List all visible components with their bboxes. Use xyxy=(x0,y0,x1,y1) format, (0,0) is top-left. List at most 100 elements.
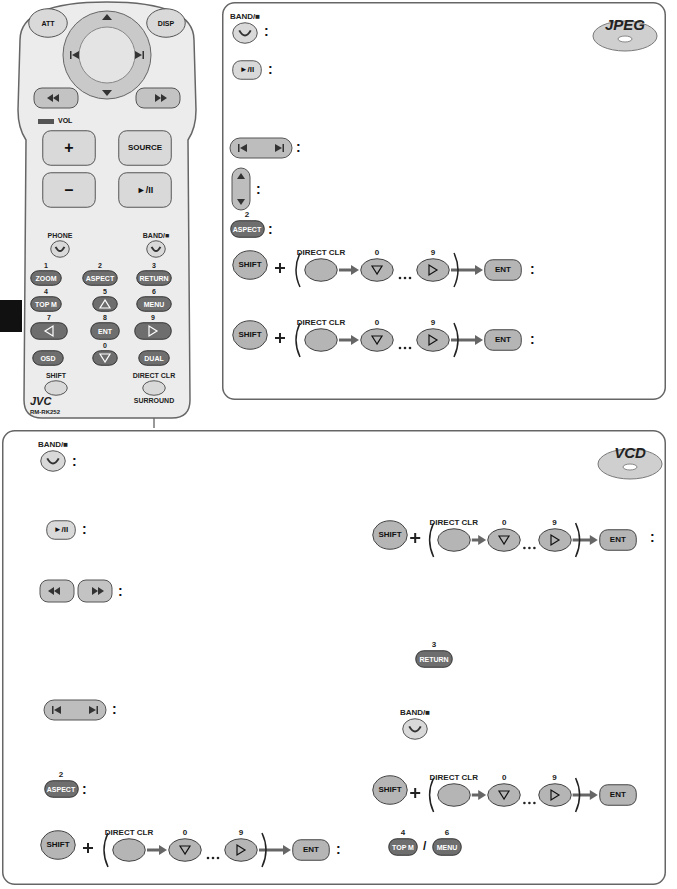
skip-bar xyxy=(238,144,240,152)
arrow-symbol xyxy=(102,90,112,96)
bracket xyxy=(296,323,300,357)
remote-button: ►/II xyxy=(232,60,262,80)
remote-button: 9 xyxy=(538,528,572,552)
button-text: SHIFT xyxy=(238,331,261,339)
separator-mark: : xyxy=(118,584,123,598)
remote-button: 6MENU xyxy=(136,296,172,312)
ellipsis-dot xyxy=(409,277,412,280)
arrow-symbol xyxy=(72,51,79,59)
arrow-connector xyxy=(339,335,359,345)
skip-bar xyxy=(70,51,72,59)
button-shape xyxy=(41,831,76,860)
button-label: 0 xyxy=(375,319,379,327)
brand-logo: JVC xyxy=(30,396,51,407)
ellipsis-dot xyxy=(207,857,210,860)
button-outline xyxy=(538,528,572,552)
separator-mark: : xyxy=(72,454,77,468)
remote-button: 4TOP M xyxy=(388,838,418,856)
arrow-symbol xyxy=(499,536,509,544)
ellipsis-dot xyxy=(404,277,407,280)
button-text: DUAL xyxy=(144,355,163,362)
button-outline xyxy=(224,838,258,862)
button-text: SHIFT xyxy=(378,786,401,794)
ellipsis-dot xyxy=(523,547,526,550)
arrow-symbol xyxy=(161,94,167,102)
volume-label: VOL xyxy=(58,117,72,124)
button-label: 0 xyxy=(183,829,187,837)
remote-button: 9 xyxy=(538,783,572,807)
button-shape xyxy=(373,776,408,805)
button-outline xyxy=(232,22,258,44)
remote-button: SOURCE xyxy=(118,130,172,166)
remote-button: DIRECT CLR xyxy=(437,783,471,807)
button-label: BAND/■ xyxy=(143,232,169,239)
arrow-symbol xyxy=(429,265,437,275)
arrow-symbol xyxy=(92,587,98,595)
arrow-symbol xyxy=(102,14,112,20)
button-outline xyxy=(92,296,118,312)
button-text: ENT xyxy=(495,266,511,274)
arrow-symbol xyxy=(237,845,245,855)
button-label: 9 xyxy=(239,829,243,837)
separator-mark: : xyxy=(530,262,535,276)
skip-back-symbol xyxy=(54,706,61,714)
phone-symbol xyxy=(56,247,65,251)
plus-sign xyxy=(83,843,93,853)
button-label: 4 xyxy=(44,288,48,295)
remote-button: 0 xyxy=(92,350,118,366)
button-label: 6 xyxy=(445,829,449,837)
button-text: ENT xyxy=(610,791,626,799)
button-label: 9 xyxy=(552,774,556,782)
button-text: + xyxy=(64,140,73,156)
separator-mark: : xyxy=(530,332,535,346)
phone-symbol xyxy=(152,247,161,251)
arrow-connector xyxy=(573,790,598,800)
bracket xyxy=(104,833,108,867)
arrow-connector xyxy=(472,790,486,800)
fast-forward-button xyxy=(136,88,180,108)
button-label: 9 xyxy=(552,519,556,527)
button-outline xyxy=(30,322,68,340)
button-shape xyxy=(485,260,522,281)
bracket xyxy=(454,323,458,357)
ellipsis-dot xyxy=(523,802,526,805)
button-shape xyxy=(135,323,172,340)
phone-symbol xyxy=(409,726,420,731)
disc-hole xyxy=(623,464,637,470)
remote-button: SHIFT xyxy=(44,380,68,396)
button-label: 2 xyxy=(59,771,63,779)
button-shape xyxy=(433,839,462,856)
arrow-symbol xyxy=(237,173,245,179)
remote-button: + xyxy=(42,130,96,166)
disc-hole xyxy=(618,36,632,42)
remote-button: 0 xyxy=(360,258,394,282)
button-shape xyxy=(29,9,68,38)
remote-button: 0 xyxy=(487,528,521,552)
button-text: TOP M xyxy=(35,301,57,308)
remote-button: DIRECT CLR xyxy=(437,528,471,552)
remote-button: 1ZOOM xyxy=(30,270,62,286)
button-text: ENT xyxy=(610,536,626,544)
panel-border xyxy=(3,431,666,885)
button-shape xyxy=(305,329,338,352)
button-shape xyxy=(416,651,453,668)
button-text: ENT xyxy=(98,328,112,335)
button-label: 9 xyxy=(431,249,435,257)
ellipsis-dot xyxy=(212,857,215,860)
ellipsis-dot xyxy=(533,547,536,550)
button-outline xyxy=(44,380,68,396)
function-panel: VCDBAND/■►/II2ASPECTSHIFTDIRECT CLR09ENT… xyxy=(2,430,666,885)
remote-button: BAND/■ xyxy=(402,718,428,740)
button-shape xyxy=(233,321,268,350)
remote-button: SHIFT xyxy=(232,250,268,280)
button-shape xyxy=(93,351,118,366)
separator-mark: : xyxy=(268,222,273,236)
button-shape xyxy=(488,529,521,552)
button-outline xyxy=(50,240,70,258)
remote-button: 5 xyxy=(92,296,118,312)
cursor-pad xyxy=(63,11,151,99)
arrow-symbol xyxy=(180,846,190,854)
skip-bar xyxy=(143,51,145,59)
button-label: 0 xyxy=(375,249,379,257)
arrow-symbol xyxy=(551,535,559,545)
